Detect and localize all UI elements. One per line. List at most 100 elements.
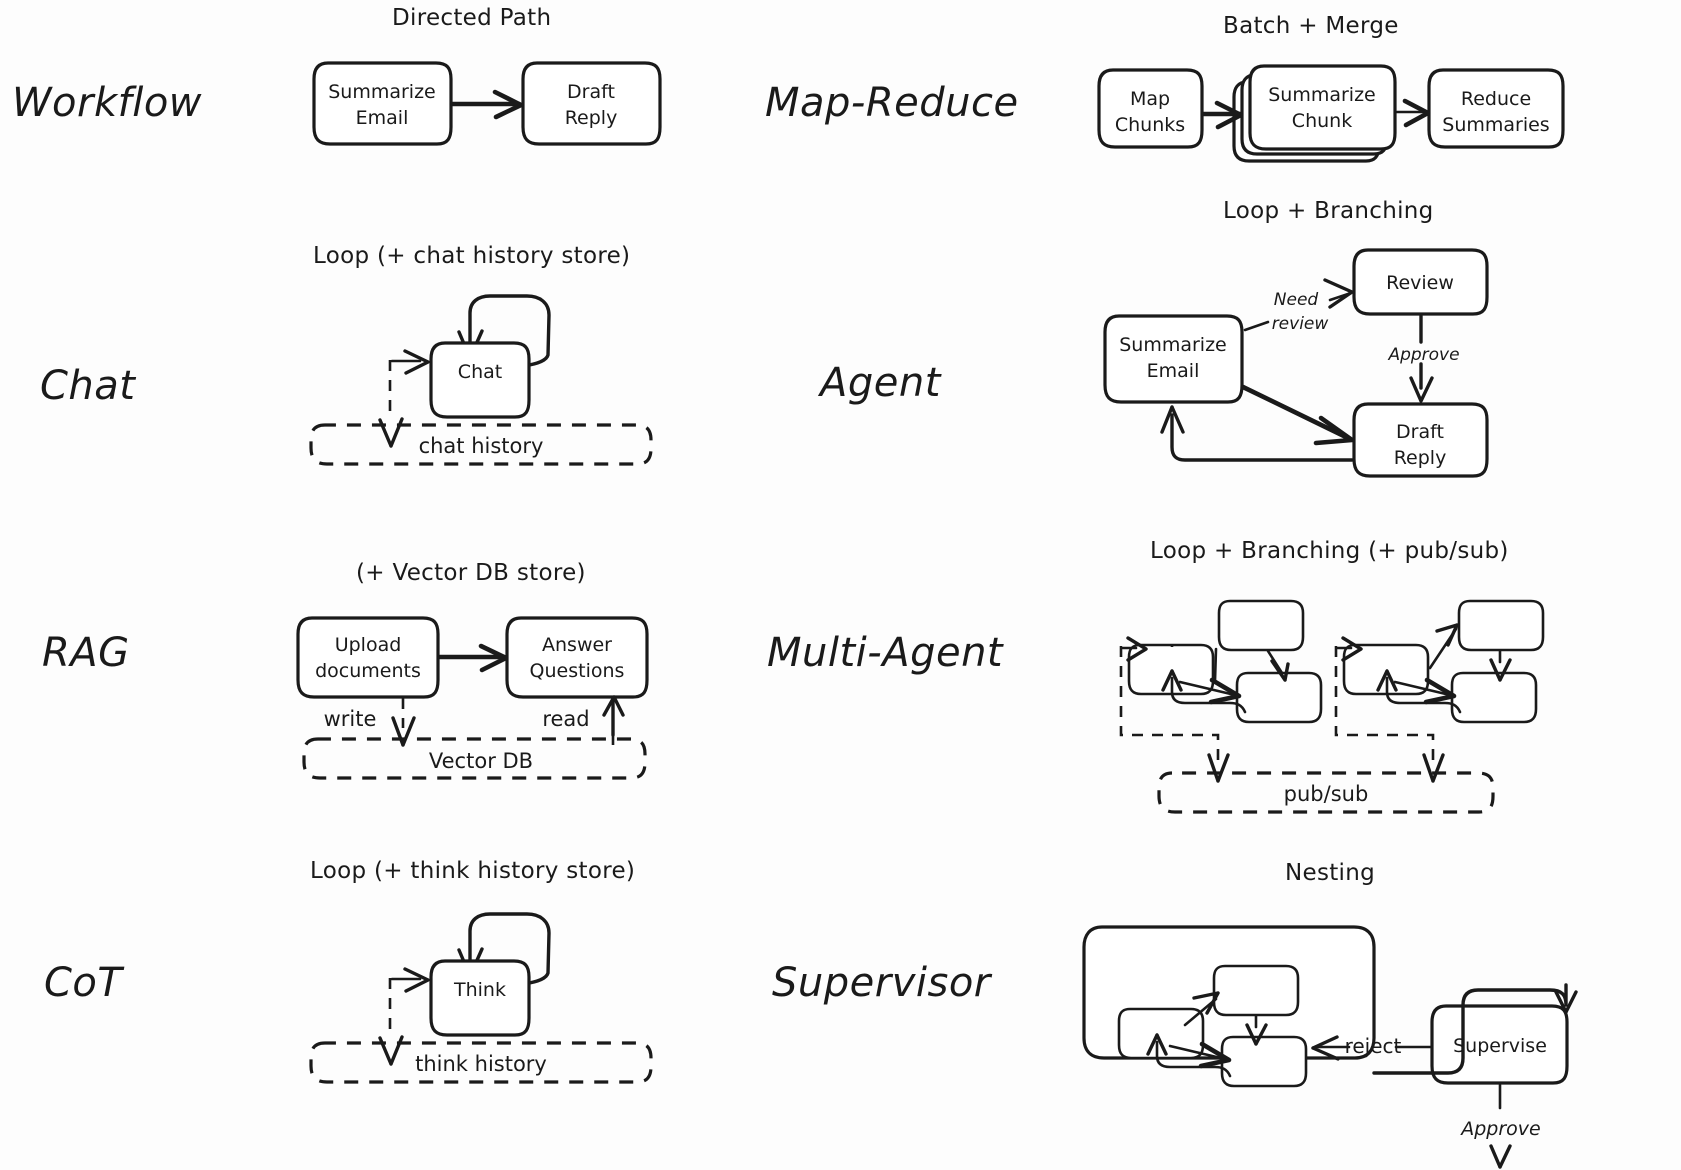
edge-label: Need <box>1274 290 1319 310</box>
map-reduce-diagram: Map Chunks Summarize Chunk Reduce Summar… <box>1097 64 1565 163</box>
arrowhead <box>1192 991 1220 1015</box>
edge-label: review <box>1272 314 1329 334</box>
store-vector-db <box>302 737 647 780</box>
edge-label: Approve <box>1387 345 1459 365</box>
node-label: Email <box>1147 360 1200 382</box>
node-label: Chunks <box>1115 114 1185 136</box>
arrowhead <box>1422 753 1445 783</box>
node-label: Summaries <box>1442 114 1549 136</box>
arrowhead <box>1311 1035 1340 1061</box>
arrowhead <box>1207 753 1230 783</box>
store-label: Vector DB <box>429 749 533 773</box>
arrowhead <box>1245 1023 1268 1046</box>
edge-arrow <box>1393 680 1452 697</box>
row-label-agent: Agent <box>820 360 941 406</box>
arrowhead <box>1313 415 1355 446</box>
chat-diagram: Chat chat history <box>309 294 653 466</box>
node-label: Reduce <box>1461 88 1531 110</box>
node-label: Map <box>1130 88 1170 110</box>
edge-label: Approve <box>1459 1118 1541 1140</box>
arrowhead <box>1270 659 1290 682</box>
node-label: Summarize <box>328 81 436 103</box>
node-label: Draft <box>1396 421 1444 443</box>
node-agent-summarize-email <box>1103 314 1244 404</box>
node-label: Draft <box>567 81 615 103</box>
edge-arrow <box>1168 1044 1227 1061</box>
store-think-history <box>309 1041 653 1084</box>
edge-publish <box>1119 646 1220 762</box>
node-label: documents <box>315 660 421 682</box>
node-draft-reply <box>521 61 662 146</box>
row-label-map-reduce: Map-Reduce <box>765 80 1019 126</box>
arrowhead <box>1146 1033 1168 1056</box>
row-label-supervisor: Supervisor <box>772 960 991 1006</box>
edge-arrow <box>1240 384 1351 441</box>
arrowhead <box>602 695 625 717</box>
edge-label: write <box>324 707 377 731</box>
arrowhead <box>1198 1041 1232 1069</box>
node-think <box>429 959 531 1037</box>
store-label: pub/sub <box>1284 782 1369 806</box>
arrowhead <box>1161 669 1183 692</box>
edge-loopback <box>1155 1040 1232 1078</box>
node-label: Answer <box>542 634 612 656</box>
row-label-rag: RAG <box>42 630 130 676</box>
edge-loopback <box>1170 676 1247 714</box>
node-summarize-chunk <box>1248 64 1397 151</box>
edge-loopback <box>1385 676 1462 714</box>
edge-arrow <box>1178 680 1237 697</box>
node-label: Review <box>1386 272 1454 294</box>
supervisor-diagram: Supervise reject Approve <box>1082 925 1578 1169</box>
node-label: Supervise <box>1453 1035 1547 1057</box>
arrowhead <box>1423 677 1457 705</box>
arrowhead <box>1341 636 1363 662</box>
arrowhead <box>1435 623 1459 647</box>
node-reduce-summaries <box>1427 68 1565 149</box>
arrowhead <box>403 967 430 993</box>
edge-to-supervisor <box>1372 983 1568 1075</box>
multi-agent-diagram: pub/sub <box>1119 599 1545 814</box>
node-label: Summarize <box>1119 334 1227 356</box>
agent-node <box>1217 599 1305 652</box>
multi-agent-subgraph-left <box>1119 599 1323 783</box>
edge-loopback <box>1170 413 1354 462</box>
agent-node <box>1342 643 1430 696</box>
arrowhead <box>1126 636 1148 662</box>
node-label: Chunk <box>1292 110 1352 132</box>
agent-node <box>1220 1035 1308 1088</box>
edge-label: read <box>542 707 589 731</box>
caption-loop-chat-history: Loop (+ chat history store) <box>313 243 631 269</box>
arrowhead <box>1402 98 1431 128</box>
edge-arrow <box>1213 647 1218 683</box>
row-label-workflow: Workflow <box>12 80 203 126</box>
caption-loop-think-history: Loop (+ think history store) <box>310 858 636 884</box>
caption-loop-branching-pubsub: Loop + Branching (+ pub/sub) <box>1150 538 1509 564</box>
caption-directed-path: Directed Path <box>392 5 552 31</box>
arrowhead <box>1489 1144 1512 1169</box>
arrowhead <box>1208 677 1242 705</box>
node-label: Chat <box>458 361 502 383</box>
arrowhead <box>1554 990 1578 1014</box>
agent-node <box>1457 599 1545 652</box>
node-upload-documents <box>296 616 440 699</box>
node-summarize-email <box>312 61 453 146</box>
node-label: Email <box>356 107 409 129</box>
arrowhead <box>1376 669 1398 692</box>
caption-loop-branching: Loop + Branching <box>1223 198 1434 224</box>
row-label-cot: CoT <box>44 960 123 1006</box>
node-review <box>1352 248 1489 316</box>
agent-node <box>1127 643 1215 696</box>
arrowhead <box>1160 405 1185 434</box>
supervisor-inner-agents <box>1117 964 1308 1088</box>
store-label: chat history <box>419 434 544 458</box>
node-label: Think <box>453 979 506 1001</box>
node-agent-draft-reply <box>1352 402 1489 478</box>
workflow-diagram: Summarize Email Draft Reply <box>312 61 662 146</box>
row-label-multi-agent: Multi-Agent <box>767 630 1004 676</box>
row-label-chat: Chat <box>40 363 136 409</box>
store-pub-sub <box>1157 771 1495 814</box>
cot-diagram: Think think history <box>309 912 653 1084</box>
agent-diagram: Summarize Email Review Draft Reply Need … <box>1103 248 1489 478</box>
